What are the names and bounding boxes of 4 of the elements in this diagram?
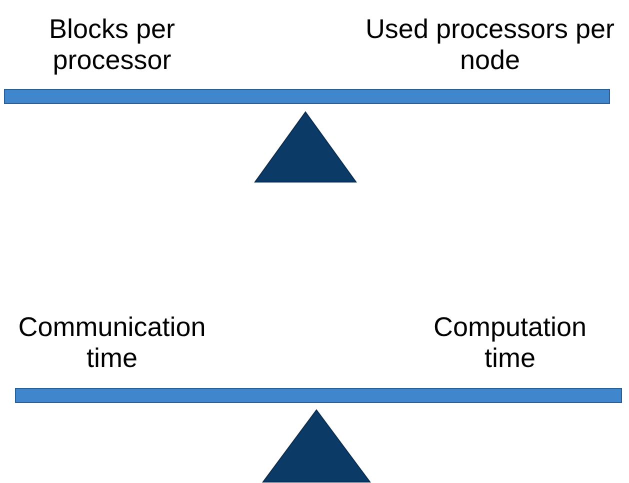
seesaw-label: Computation time <box>432 312 588 374</box>
seesaw-label: Used processors per node <box>364 14 616 76</box>
seesaw-label: Blocks per processor <box>48 14 176 76</box>
seesaw-label: Communication time <box>17 312 207 374</box>
